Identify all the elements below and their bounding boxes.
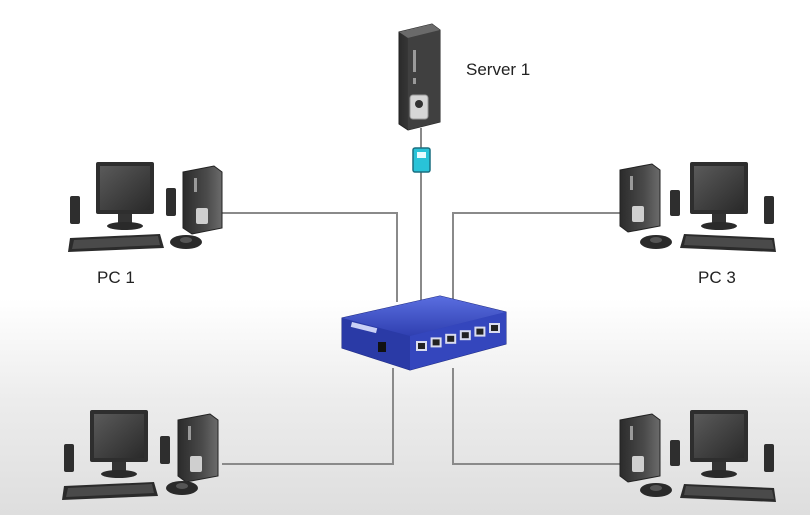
switch-port-socket xyxy=(418,343,425,349)
cables xyxy=(222,128,620,465)
keyboard-icon xyxy=(680,484,776,502)
pc-4-workstation[interactable] xyxy=(619,410,776,502)
tower-icon xyxy=(177,413,219,483)
server-tower[interactable] xyxy=(398,23,441,131)
cable-pc2-switch xyxy=(222,368,394,465)
monitor-icon xyxy=(96,162,154,230)
speaker-icon xyxy=(160,436,170,464)
speaker-icon xyxy=(166,188,176,216)
switch-port-socket xyxy=(447,335,455,342)
switch-port-socket xyxy=(461,332,469,339)
speaker-icon xyxy=(764,444,774,472)
tower-icon xyxy=(182,165,223,235)
cable-pc1-switch xyxy=(222,212,398,302)
keyboard-icon xyxy=(68,234,164,252)
speaker-icon xyxy=(670,440,680,466)
speaker-icon xyxy=(670,190,680,216)
pc-2-workstation[interactable] xyxy=(62,410,219,500)
tower-icon xyxy=(619,163,661,233)
mouse-icon xyxy=(640,235,672,249)
cable-pc4-switch xyxy=(452,368,620,465)
keyboard-icon xyxy=(62,482,158,500)
monitor-icon xyxy=(90,410,148,478)
mouse-icon xyxy=(170,235,202,249)
keyboard-icon xyxy=(680,234,776,252)
mouse-icon xyxy=(640,483,672,497)
pc-1-workstation[interactable] xyxy=(68,162,223,252)
pc-3-label: PC 3 xyxy=(698,268,736,287)
speaker-icon xyxy=(70,196,80,224)
speaker-icon xyxy=(64,444,74,472)
pc-3-workstation[interactable] xyxy=(619,162,776,252)
speaker-icon xyxy=(764,196,774,224)
switch-port-socket xyxy=(476,328,484,335)
cable-pc3-switch xyxy=(452,212,620,302)
switch-port-socket xyxy=(491,325,498,331)
transceiver-icon xyxy=(412,147,431,173)
monitor-icon xyxy=(690,162,748,230)
switch-ports xyxy=(416,323,500,351)
network-switch[interactable] xyxy=(341,295,507,371)
mouse-icon xyxy=(166,481,198,495)
pc-1-label: PC 1 xyxy=(97,268,135,287)
tower-icon xyxy=(619,413,661,483)
server-label: Server 1 xyxy=(466,60,531,79)
monitor-icon xyxy=(690,410,748,478)
switch-port-socket xyxy=(432,339,440,346)
